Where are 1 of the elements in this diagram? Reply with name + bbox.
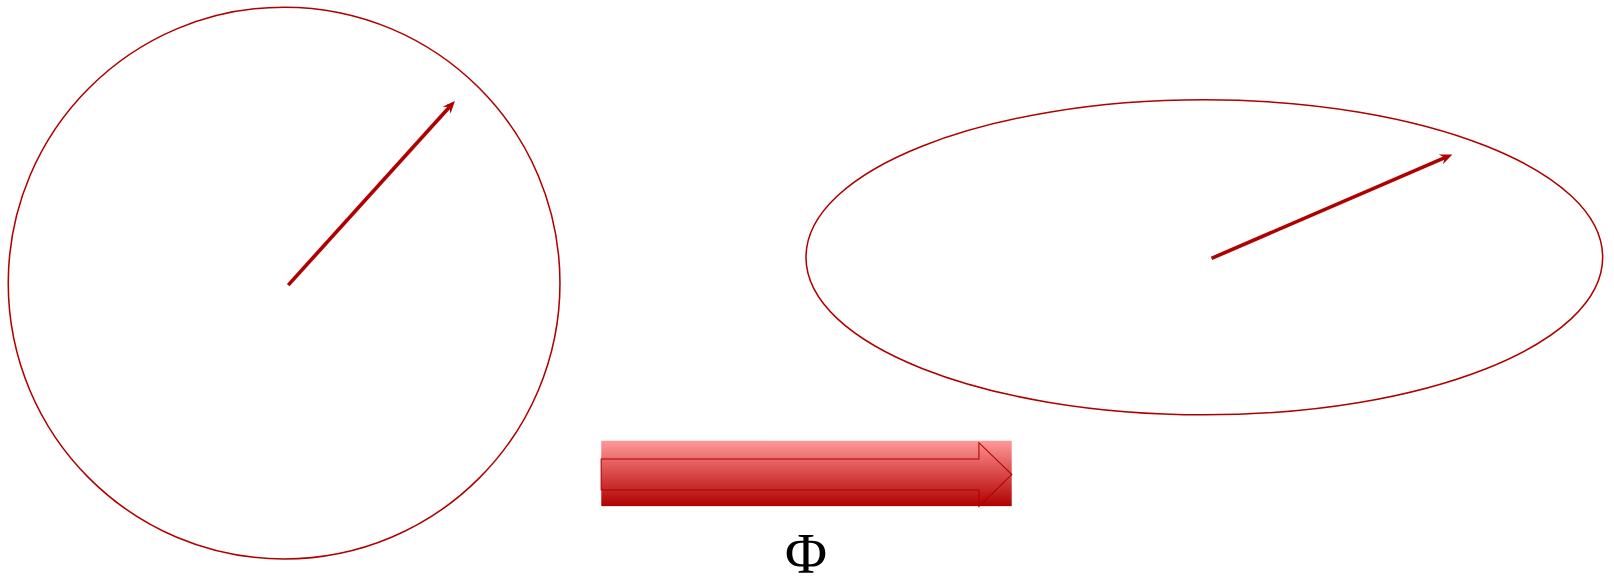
symbol-label: Φ (786, 535, 826, 573)
